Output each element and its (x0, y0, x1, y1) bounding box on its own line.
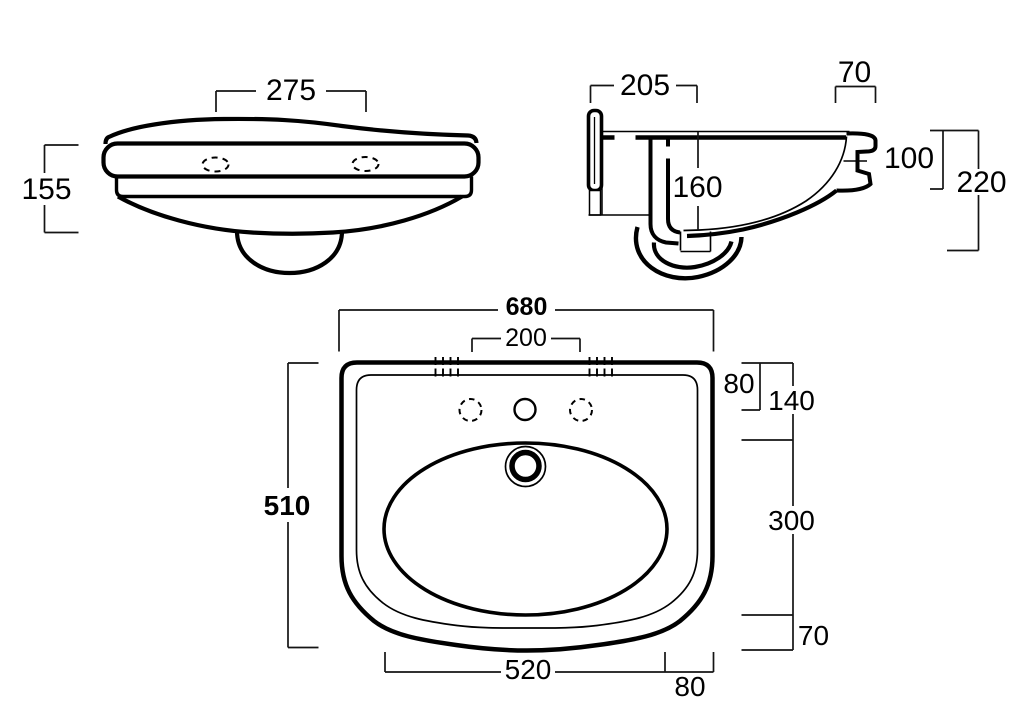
side-trap-inner-arc (651, 240, 734, 270)
side-wall-lines (588, 139, 651, 216)
dim-300-label: 300 (768, 505, 815, 536)
plan-tap-hole-right (569, 398, 593, 422)
side-bowl-outer-curve (686, 188, 838, 239)
plan-drain-outer-ring (504, 445, 547, 488)
side-front-lip-profile (836, 131, 878, 193)
front-bowl-underside (116, 194, 464, 236)
dim-80-top-label: 80 (723, 368, 754, 399)
dim-510-lines (287, 362, 319, 649)
dim-520-label: 520 (505, 654, 552, 685)
dim-155-label: 155 (21, 173, 71, 206)
plan-inner-outline (355, 374, 699, 629)
side-section-view: 205 70 160 100 220 (586, 56, 1007, 281)
dim-right-column-lines (741, 362, 794, 651)
dim-520-80-lines (384, 652, 715, 673)
plan-outer-outline (339, 360, 715, 653)
dim-205-lines (589, 84, 698, 103)
dim-275-lines (215, 90, 367, 112)
dim-160-label: 160 (672, 171, 722, 204)
dim-100-220-lines (930, 129, 980, 252)
front-top-curve (103, 116, 479, 145)
dim-205-label: 205 (620, 69, 670, 102)
plan-tap-hole-center (513, 397, 537, 422)
plan-drain-hole (509, 449, 542, 483)
front-fixing-hole-left (201, 156, 230, 173)
dim-100-label: 100 (884, 142, 934, 175)
front-fixing-hole-right (351, 156, 380, 172)
front-elevation-view: 275 155 (21, 74, 481, 275)
dim-155-lines (43, 144, 79, 234)
dim-70-side-lines (834, 85, 877, 103)
side-trap-outer-arc (633, 226, 744, 281)
dim-510-label: 510 (264, 490, 311, 521)
side-outlet-pipe-right (666, 139, 681, 235)
dim-200-label: 200 (505, 324, 547, 352)
side-pipe-slot (664, 146, 672, 159)
dim-70-side-label: 70 (838, 56, 871, 89)
front-rim-band (101, 141, 481, 179)
dim-80-bottom-label: 80 (674, 671, 705, 702)
dim-275-label: 275 (266, 74, 316, 107)
dim-140-label: 140 (768, 385, 815, 416)
side-deck-slot (614, 134, 636, 141)
side-outlet-pipe-left (648, 139, 679, 246)
dim-220-label: 220 (956, 166, 1006, 199)
dim-200-lines (471, 337, 581, 352)
side-bowl-inner-curve (683, 136, 848, 232)
plan-bowl-oval (382, 441, 669, 617)
front-lower-band (114, 176, 474, 199)
front-drain-dome (234, 230, 345, 275)
plan-tap-hole-left (458, 398, 483, 422)
side-wall-bracket-lower (588, 189, 602, 216)
dim-680-label: 680 (506, 293, 548, 321)
dim-70-plan-label: 70 (798, 620, 829, 651)
plan-view: 680 200 510 80 140 300 70 520 80 (264, 293, 829, 702)
dim-680-lines (338, 309, 715, 352)
